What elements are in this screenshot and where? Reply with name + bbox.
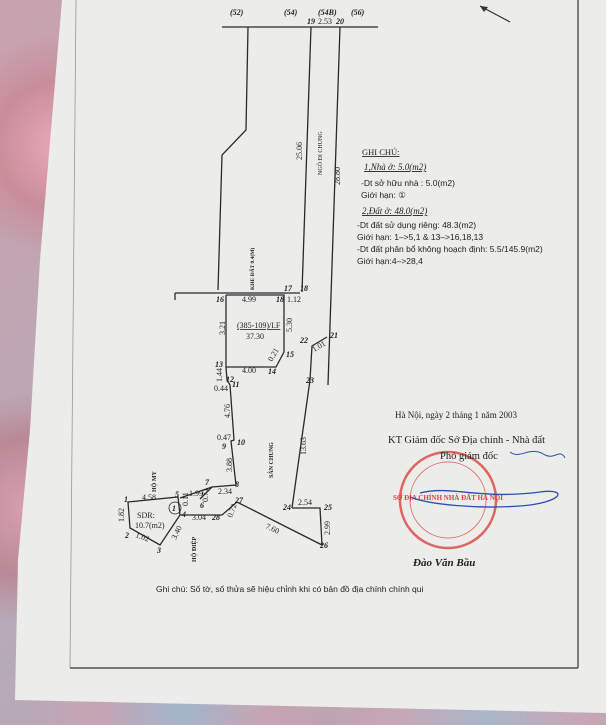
notes-house-owned: -Dt sở hữu nhà : 5.0(m2) [361, 178, 455, 188]
handwritten-signature [409, 489, 559, 508]
point-6: 6 [200, 501, 204, 510]
signer-name: Đào Văn Bầu [412, 557, 475, 569]
dim-1-2: 1.82 [117, 508, 126, 522]
dim-16-13: 3.21 [218, 321, 227, 335]
dim-11-10: 4.76 [223, 404, 232, 418]
dim-1-5: 4.58 [142, 493, 156, 502]
dim-5-6: 1.99 [189, 489, 203, 498]
parcel-52: (52) [230, 8, 244, 17]
signer-title: KT Giám đốc Sở Địa chính - Nhà đất [388, 435, 545, 446]
house-marker [168, 501, 182, 515]
point-7: 7 [205, 478, 210, 487]
frame-left [69, 0, 77, 669]
dim-9-8: 3.88 [225, 458, 234, 472]
dim-13-14: 4.00 [242, 366, 256, 375]
point-18-top: 18 [300, 284, 308, 293]
point-17: 17 [284, 284, 293, 293]
parcel-area: 37.30 [246, 332, 264, 341]
dim-4-28: 3.04 [192, 513, 206, 522]
ho-diep-label: HỘ ĐIỆP [190, 536, 198, 562]
notes-land-heading: 2,Đất ở: 48.0(m2) [362, 206, 427, 216]
signer-subtitle: Phó giám đốc [440, 451, 498, 462]
point-2: 2 [124, 531, 129, 540]
point-11: 11 [232, 380, 240, 389]
notes-land-plan: -Dt đất phân bổ không hoạch định: 5.5/14… [357, 244, 543, 254]
point-5: 5 [175, 490, 179, 499]
dim-10-9: 0.47 [217, 433, 231, 442]
stamp-text: SỞ ĐỊA CHÍNH NHÀ ĐẤT HÀ NỘI [393, 494, 503, 502]
dim-12-11: 0.44 [214, 384, 228, 393]
notes-land-limit: Giới hạn: 1–>5,1 & 13–>16,18,13 [357, 232, 483, 242]
house-area: 10.7(m2) [135, 521, 165, 530]
dim-28-27: 0.72 [225, 502, 238, 518]
point-8: 8 [235, 480, 239, 489]
point-18: 18 [276, 295, 284, 304]
point-28: 28 [211, 513, 220, 522]
official-stamp [398, 450, 498, 550]
point-24: 24 [282, 503, 291, 512]
point-21: 21 [329, 331, 338, 340]
dim-16-18: 4.99 [242, 295, 256, 304]
khe-label: KHE ĐẤT 0.4(M) [248, 248, 256, 290]
ho-my-label: HỘ MY [150, 471, 158, 492]
point-13: 13 [215, 360, 223, 369]
point-26: 26 [319, 541, 328, 550]
san-chung-label: SÂN CHUNG [267, 442, 275, 478]
point-19: 19 [307, 17, 315, 26]
parcel-code: (385-109)/I.F [237, 321, 281, 330]
plot-lines [127, 26, 378, 546]
point-20: 20 [335, 17, 344, 26]
dim-19-20: 2.53 [318, 17, 332, 26]
notes-house-heading: 1,Nhà ở: 5.0(m2) [364, 162, 426, 172]
dim-7-8: 2.34 [218, 487, 232, 496]
point-15: 15 [286, 350, 294, 359]
notes-house-limit: Giới hạn: ① [361, 190, 406, 200]
point-22: 22 [299, 336, 308, 345]
notes-plan-limit: Giới hạn:4–>28,4 [357, 256, 423, 266]
date-line: Hà Nội, ngày 2 tháng 1 năm 2003 [395, 410, 517, 420]
point-27: 27 [234, 496, 244, 505]
point-9: 9 [222, 442, 226, 451]
house-label: SDR: [137, 511, 155, 520]
alley-label: NGÕ ĐI CHUNG [316, 131, 324, 175]
notes-title: GHI CHÚ: [362, 147, 400, 157]
point-3: 3 [156, 546, 161, 555]
point-25: 25 [323, 503, 332, 512]
point-1: 1 [124, 495, 128, 504]
dim-25-26: 2.99 [323, 521, 332, 535]
house-marker-label: 1 [172, 504, 176, 513]
parcel-54: (54) [284, 8, 298, 17]
dim-19-18: 25.06 [295, 142, 304, 160]
dim-6-7: 0.71 [201, 488, 210, 502]
point-4: 4 [181, 510, 186, 519]
point-12: 12 [226, 375, 234, 384]
point-16: 16 [216, 295, 224, 304]
north-arrow-icon [479, 5, 511, 23]
dim-24-25: 2.54 [298, 498, 312, 507]
initials-signature [509, 450, 566, 459]
point-10: 10 [237, 438, 245, 447]
parcel-56: (56) [351, 8, 365, 17]
parcel-54b: (54B) [318, 8, 337, 17]
dim-20-21: 28.80 [333, 167, 342, 185]
point-14: 14 [268, 367, 276, 376]
dim-18-17: 1.12 [287, 295, 301, 304]
dim-2-3: 1.02 [134, 530, 150, 543]
paper-sheet [15, 0, 606, 713]
dim-18-15: 5.30 [285, 318, 294, 332]
dim-13-12: 1.44 [215, 368, 224, 382]
footer-note: Ghi chú: Số tờ, số thửa sẽ hiệu chỉnh kh… [156, 584, 423, 594]
dim-5-4: 0.11 [181, 492, 190, 506]
dim-23-24: 13.63 [299, 437, 308, 455]
notes-land-use: -Dt đất sử dụng riêng: 48.3(m2) [357, 220, 476, 230]
point-23: 23 [305, 376, 314, 385]
